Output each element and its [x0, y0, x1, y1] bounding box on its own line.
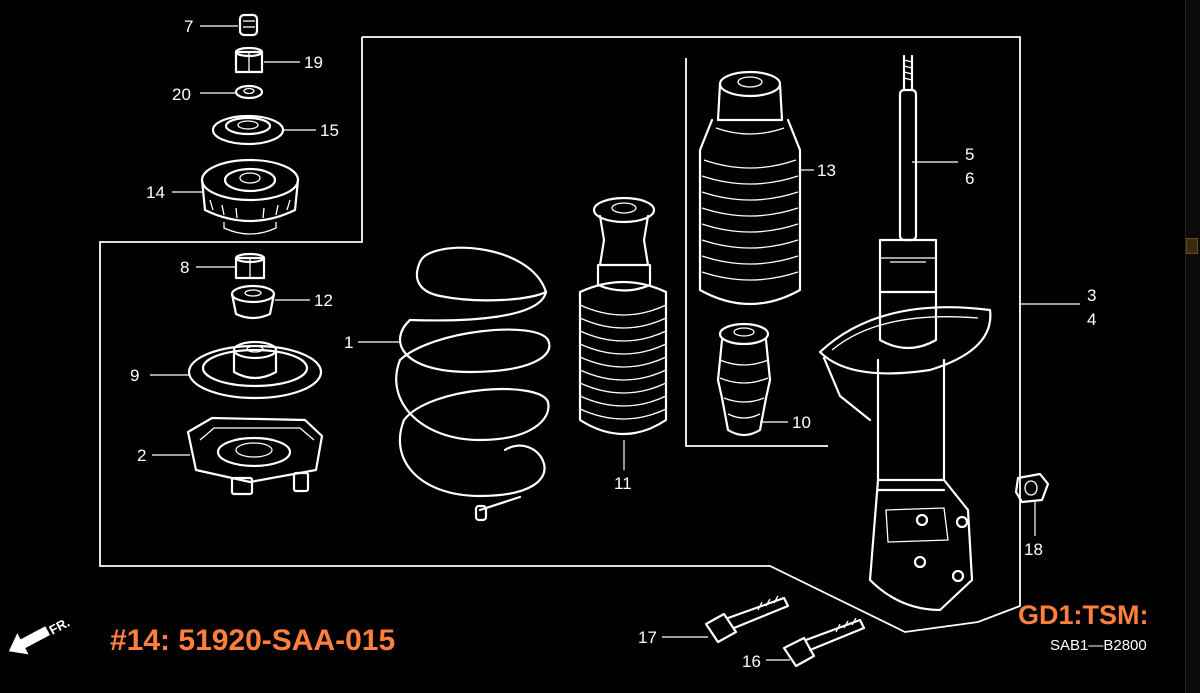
part-18-flange-nut: [1014, 472, 1050, 504]
callout-1: 1: [344, 333, 353, 352]
tsm-label: GD1:TSM:: [1018, 600, 1149, 630]
page-code: SAB1—B2800: [1050, 637, 1147, 654]
callout-18: 18: [1024, 540, 1043, 559]
callout-15: 15: [320, 121, 339, 140]
callout-10: 10: [792, 413, 811, 432]
assembly-frame: [99, 36, 1021, 633]
part-8-nut: [234, 252, 266, 280]
callout-labels: 7 19 20 15 14 8 12 1 9 2 11 13 10 5 6 3 …: [130, 17, 1096, 671]
part-16-bolt: [782, 617, 866, 668]
callout-7: 7: [184, 17, 193, 36]
part-11-dust-boot: [578, 196, 668, 436]
part-12-bushing: [230, 284, 276, 320]
callout-6: 6: [965, 169, 974, 188]
part-10-bump-stop: [716, 322, 772, 437]
part-3-shock-absorber: [818, 54, 992, 612]
part-13-boot: [698, 70, 802, 305]
part-2-base-plate: [186, 416, 324, 496]
part-17-bolt: [704, 595, 790, 644]
callout-3: 3: [1087, 286, 1096, 305]
damper-group-frame: [685, 58, 828, 447]
callout-5: 5: [965, 145, 974, 164]
vertical-scrollbar[interactable]: [1185, 0, 1200, 693]
callout-16: 16: [742, 652, 761, 671]
leader-lines: [150, 25, 1080, 661]
callout-20: 20: [172, 85, 191, 104]
part-14-mount-bearing: [200, 158, 300, 235]
part-19-nut: [234, 46, 264, 74]
callout-8: 8: [180, 258, 189, 277]
scrollbar-thumb[interactable]: [1186, 238, 1198, 254]
part-7-cap-nut: [238, 13, 259, 37]
front-arrow-icon: [8, 626, 51, 655]
callout-17: 17: [638, 628, 657, 647]
callout-19: 19: [304, 53, 323, 72]
part-9-spring-seat: [187, 340, 323, 400]
callout-14: 14: [146, 183, 165, 202]
part-1-coil-spring: [395, 246, 551, 522]
callout-9: 9: [130, 366, 139, 385]
callout-4: 4: [1087, 310, 1096, 329]
callout-11: 11: [614, 474, 632, 493]
callout-13: 13: [817, 161, 836, 180]
part-number-note: #14: 51920-SAA-015: [110, 624, 395, 657]
callout-2: 2: [137, 446, 146, 465]
callout-12: 12: [314, 291, 333, 310]
part-20-washer: [234, 84, 264, 100]
